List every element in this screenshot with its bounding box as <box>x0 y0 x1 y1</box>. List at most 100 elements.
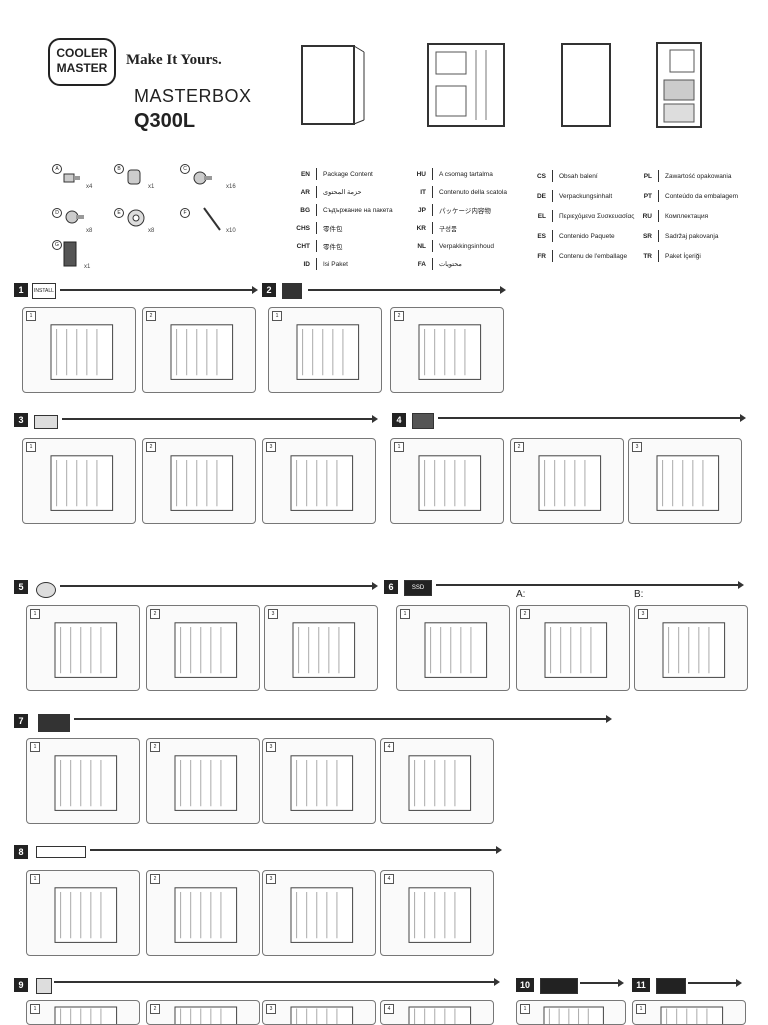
step-4-psu-icon <box>412 413 434 429</box>
lang-text: Obsah balení <box>559 172 598 180</box>
case-illustration <box>408 887 472 943</box>
lang-code: AR <box>300 188 310 196</box>
panel-number: 4 <box>384 1004 394 1014</box>
lang-text: A csomag tartalma <box>439 170 493 178</box>
illustration-panel: 3 <box>264 605 378 691</box>
illustration-panel: 3 <box>634 605 748 691</box>
case-illustration <box>424 622 488 678</box>
step-3-arrow <box>62 415 378 423</box>
step-7-arrow <box>74 715 612 723</box>
lang-text: Conteúdo da embalagem <box>665 192 738 200</box>
step-9-badge: 9 <box>14 978 28 992</box>
illustration-panel: 3 <box>262 738 376 824</box>
lang-text: Contenu de l'emballage <box>559 252 628 260</box>
panel-number: 1 <box>400 609 410 619</box>
illustration-panel: 1 <box>26 870 140 956</box>
lang-text: Contenuto della scatola <box>439 188 507 196</box>
lang-code: IT <box>420 188 426 196</box>
case-illustration <box>662 622 726 678</box>
case-illustration <box>174 1006 238 1024</box>
lang-text: Съдържание на пакета <box>323 206 393 214</box>
illustration-panel: 2 <box>146 1000 260 1025</box>
part-c-qty: x16 <box>226 184 236 190</box>
panel-number: 2 <box>150 874 160 884</box>
product-model: Q300L <box>134 110 196 132</box>
screw-d-icon <box>65 210 84 224</box>
lang-code: CHS <box>296 224 310 232</box>
lang-code: SR <box>642 232 652 240</box>
panel-number: 3 <box>638 609 648 619</box>
lang-code: RU <box>642 212 652 220</box>
part-f-label: F <box>180 208 190 218</box>
step-1-badge: 1 <box>14 283 28 297</box>
case-illustration <box>290 1006 354 1024</box>
step-4-arrow <box>438 414 746 422</box>
lang-text: Paket İçeriği <box>665 252 701 260</box>
step-2-badge: 2 <box>262 283 276 297</box>
panel-number: 1 <box>26 442 36 452</box>
lang-text: محتويات <box>439 261 462 268</box>
case-illustration <box>290 455 354 511</box>
step-2-motherboard-icon <box>282 283 302 299</box>
part-e-label: E <box>114 208 124 218</box>
illustration-panel: 2 <box>146 870 260 956</box>
panel-number: 1 <box>30 742 40 752</box>
panel-number: 1 <box>30 874 40 884</box>
lang-text: Verpakkingsinhoud <box>439 242 494 250</box>
panel-number: 1 <box>26 311 36 321</box>
screw-c-icon <box>193 171 212 185</box>
illustration-panel: 1 <box>22 438 136 524</box>
lang-code: KR <box>416 224 426 232</box>
part-f-qty: x10 <box>226 228 236 234</box>
filter-g-icon <box>63 241 77 267</box>
option-b-label: B: <box>634 589 644 600</box>
step-5-badge: 5 <box>14 580 28 594</box>
grommet-e-icon <box>127 209 145 227</box>
panel-number: 1 <box>272 311 282 321</box>
lang-code: JP <box>418 206 426 214</box>
panel-number: 3 <box>266 442 276 452</box>
case-illustration <box>418 324 482 380</box>
part-b-label: B <box>114 164 124 174</box>
logo-line-2: MASTER <box>56 61 108 75</box>
lang-text: 零件包 <box>323 226 343 233</box>
illustration-panel: 2 <box>142 438 256 524</box>
lang-code: TR <box>643 252 652 260</box>
part-g-label: G <box>52 240 62 250</box>
step-2-arrow <box>308 286 506 294</box>
lang-code: DE <box>536 192 546 200</box>
panel-number: 2 <box>150 609 160 619</box>
step-6-ssd-icon: SSD <box>404 580 432 596</box>
case-side-closed-view <box>561 43 611 127</box>
step-11-badge: 11 <box>632 978 650 992</box>
lang-code: PT <box>643 192 652 200</box>
panel-number: 1 <box>394 442 404 452</box>
step-10-icon <box>540 978 578 994</box>
tagline: Make It Yours. <box>126 52 222 68</box>
lang-text: パッケージ内容物 <box>439 208 491 215</box>
panel-number: 1 <box>30 1004 40 1014</box>
case-illustration <box>54 755 118 811</box>
lang-text: Комплектация <box>665 212 709 220</box>
step-5-hdd-icon <box>36 582 56 598</box>
illustration-panel: 3 <box>262 870 376 956</box>
panel-number: 4 <box>384 874 394 884</box>
lang-code: EN <box>300 170 310 178</box>
case-illustration <box>660 1006 724 1024</box>
case-illustration <box>50 455 114 511</box>
step-7-badge: 7 <box>14 714 28 728</box>
lang-code: FA <box>417 260 426 268</box>
case-front-view <box>301 45 365 125</box>
illustration-panel: 2 <box>142 307 256 393</box>
panel-number: 2 <box>150 1004 160 1014</box>
case-side-open-view <box>427 43 505 127</box>
lang-text: Sadržaj pakovanja <box>665 232 719 240</box>
lang-text: Package Content <box>323 170 373 178</box>
panel-number: 3 <box>266 1004 276 1014</box>
case-illustration <box>538 455 602 511</box>
case-illustration <box>408 755 472 811</box>
parts-list: A x4 B x1 C x16 D x8 E x8 F x10 G x1 <box>50 160 260 270</box>
